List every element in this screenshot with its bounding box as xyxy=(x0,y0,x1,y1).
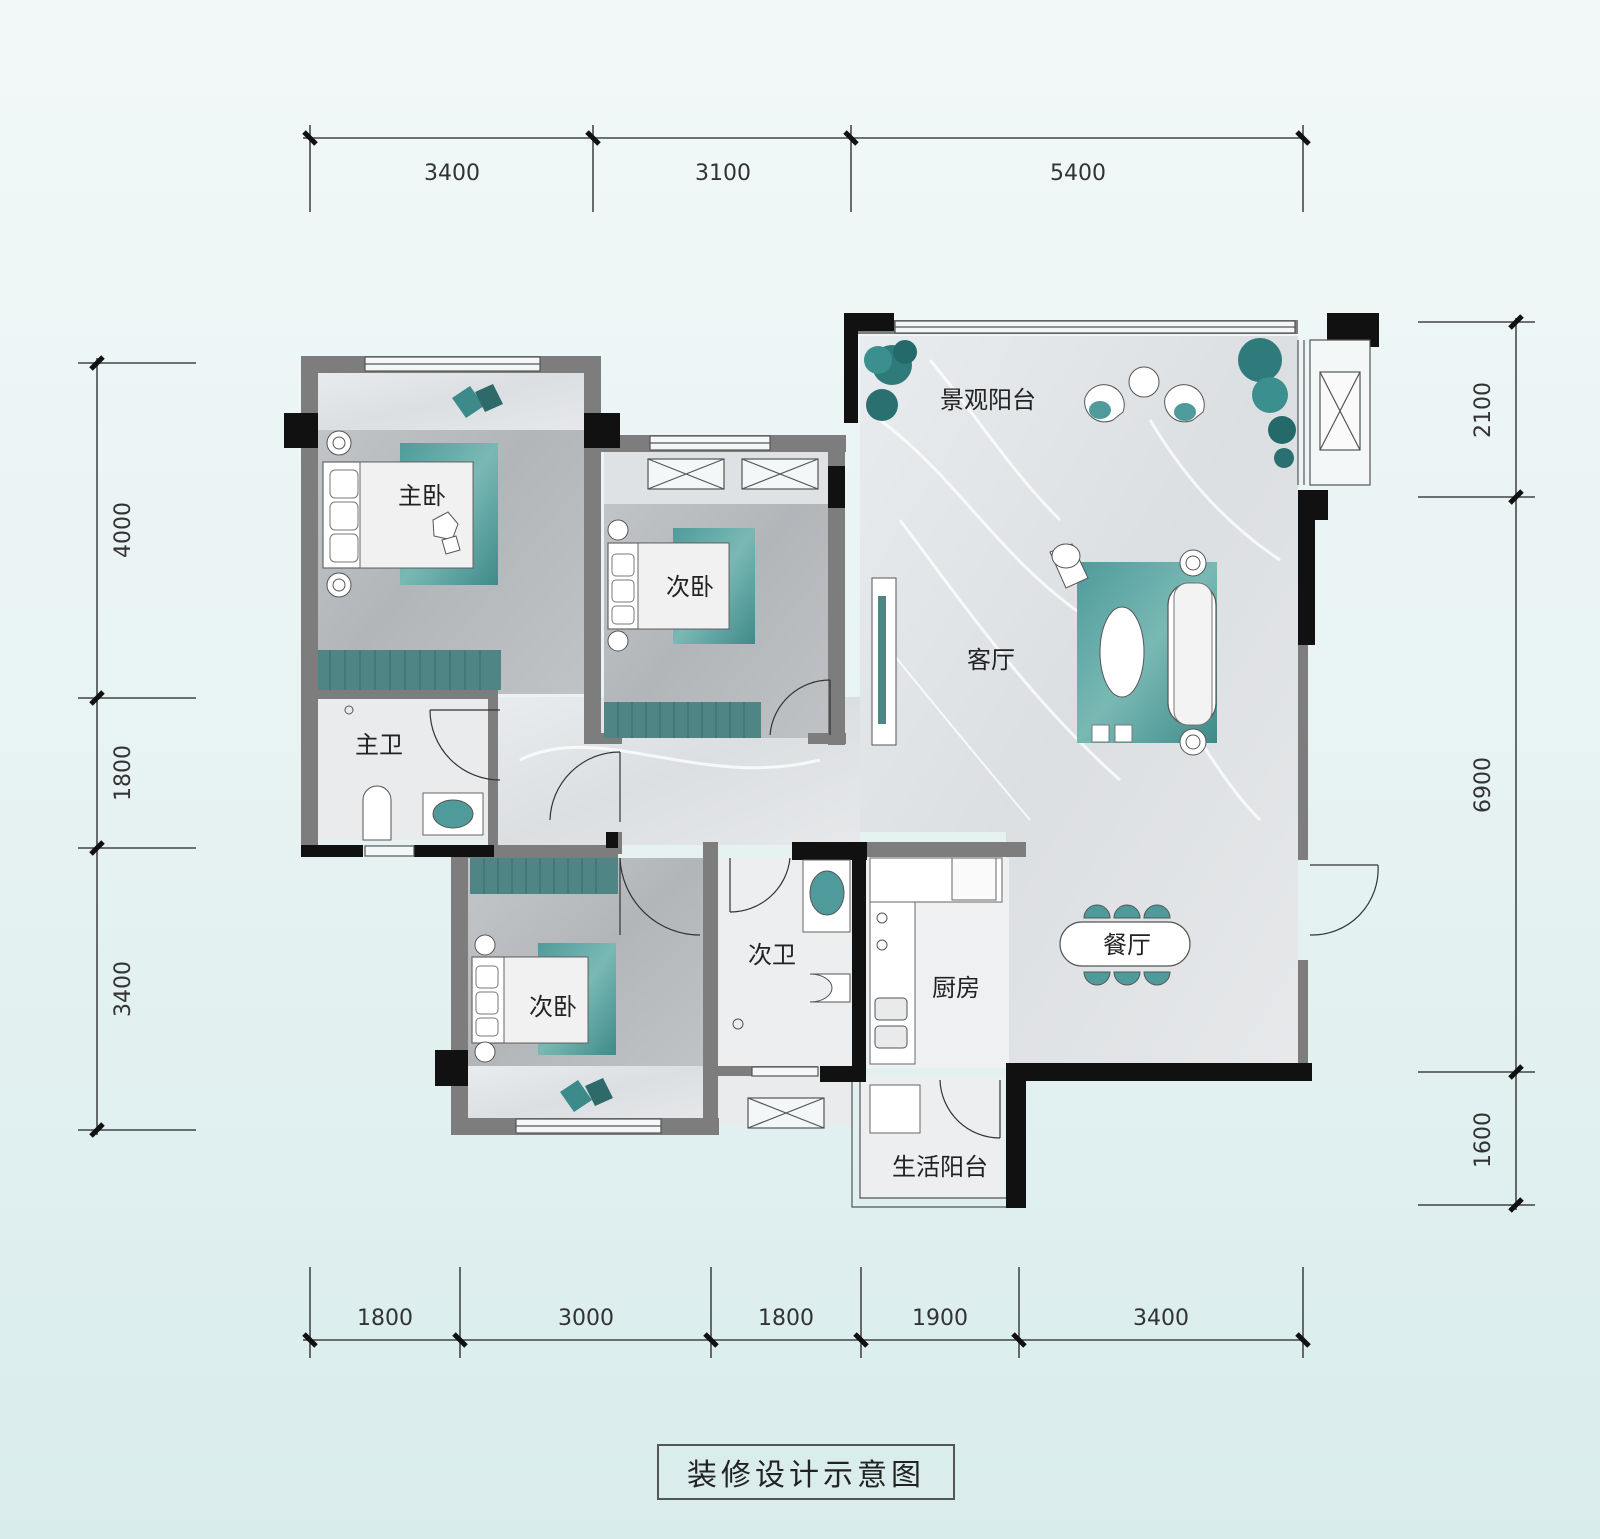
caption-box: 装修设计示意图 xyxy=(657,1444,955,1500)
dimension-ticks xyxy=(89,130,1524,1348)
second-bed-bottom xyxy=(470,858,618,1112)
dim-bottom-3: 1800 xyxy=(758,1306,814,1331)
second-bed-top xyxy=(604,519,761,738)
dim-right-3: 1600 xyxy=(1471,1112,1496,1168)
second-bath-fixtures xyxy=(732,859,851,1030)
dim-bottom-2: 3000 xyxy=(558,1306,614,1331)
dim-top-3: 5400 xyxy=(1050,161,1106,186)
balcony-furniture xyxy=(1084,366,1205,423)
doors xyxy=(429,679,1379,1139)
living-furniture xyxy=(871,543,1217,756)
room-label-landscape-balcony: 景观阳台 xyxy=(940,386,1036,414)
master-bath-fixtures xyxy=(344,705,484,841)
room-label-second-bedroom-top: 次卧 xyxy=(666,573,714,601)
dim-top-2: 3100 xyxy=(695,161,751,186)
dim-left-3: 3400 xyxy=(111,961,136,1017)
dim-left-2: 1800 xyxy=(111,745,136,801)
kitchen-fixtures xyxy=(869,857,1003,1134)
room-label-second-bedroom-bottom: 次卧 xyxy=(529,993,577,1021)
dim-right-2: 6900 xyxy=(1471,757,1496,813)
master-bed xyxy=(318,384,503,690)
dining-set xyxy=(1059,904,1191,986)
windows xyxy=(364,320,1371,1208)
dim-bottom-5: 3400 xyxy=(1133,1306,1189,1331)
room-label-master-bedroom: 主卧 xyxy=(398,482,446,510)
dim-bottom-4: 1900 xyxy=(912,1306,968,1331)
room-label-dining-room: 餐厅 xyxy=(1103,931,1151,959)
dim-bottom-1: 1800 xyxy=(357,1306,413,1331)
room-label-master-bath: 主卫 xyxy=(355,731,403,759)
dim-left-1: 4000 xyxy=(111,502,136,558)
room-label-living-room: 客厅 xyxy=(967,646,1015,674)
room-label-kitchen: 厨房 xyxy=(932,974,980,1002)
room-label-second-bath: 次卫 xyxy=(748,941,796,969)
dim-top-1: 3400 xyxy=(424,161,480,186)
room-label-utility-balcony: 生活阳台 xyxy=(892,1153,988,1181)
plants xyxy=(864,338,1296,468)
dim-right-1: 2100 xyxy=(1471,382,1496,438)
